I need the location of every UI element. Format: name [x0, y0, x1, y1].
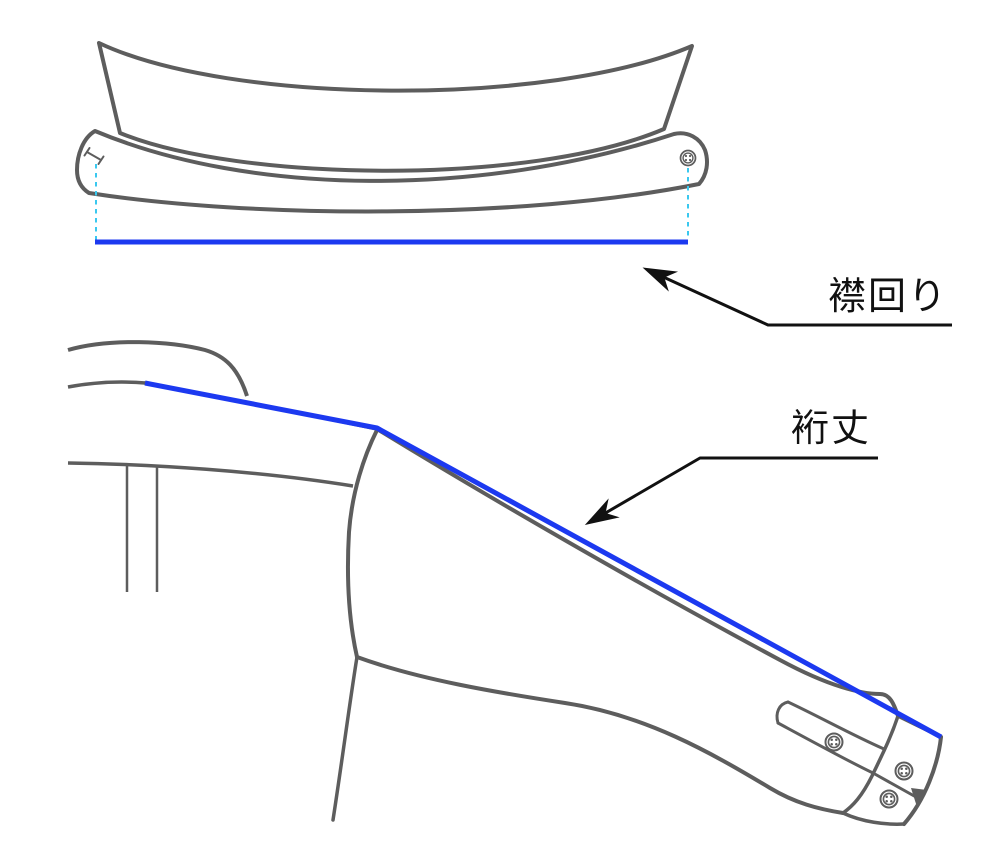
collar-leader-line — [642, 267, 952, 327]
sleeve-measure-line — [144, 380, 943, 740]
cuff-button-top-icon — [894, 761, 914, 781]
collar-button-icon — [679, 149, 697, 167]
yoke-seam — [67, 461, 354, 488]
sleeve-measurement-figure: 裄丈 — [67, 340, 943, 826]
back-neckline — [67, 380, 146, 389]
back-collar-outer-edge — [67, 340, 249, 397]
cuff-outer-edge — [902, 735, 943, 826]
collar-label: 襟回り — [828, 276, 948, 318]
sleeve-leader-line — [584, 456, 878, 526]
placket-button-icon — [824, 732, 844, 752]
placket-end-cap — [775, 700, 790, 725]
collar-measurement-figure: 襟回り — [75, 41, 952, 327]
sleeve-bottom-edge — [355, 655, 845, 815]
cuff-button-bottom-icon — [879, 789, 899, 809]
collar-band-outline — [75, 129, 709, 214]
cuff-seam — [841, 714, 900, 815]
buttonhole-icon — [83, 147, 105, 165]
placket-upper-edge — [786, 700, 886, 751]
sleeve-top-edge — [375, 427, 900, 718]
armhole-seam — [346, 428, 379, 659]
sleeve-label: 裄丈 — [791, 408, 871, 450]
placket-lower-edge-and-cuff-divider — [776, 721, 918, 799]
cuff-fold-wedge — [911, 788, 927, 807]
collar-leaf-outline — [97, 41, 694, 173]
cuff-bottom-edge — [841, 811, 906, 826]
body-side-seam — [331, 655, 359, 822]
